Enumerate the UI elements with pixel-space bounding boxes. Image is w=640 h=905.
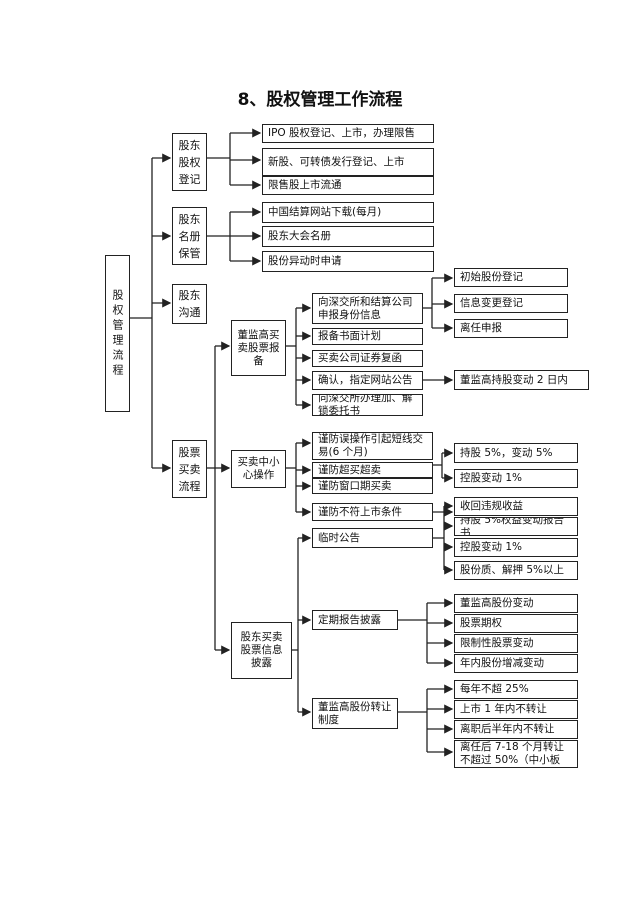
care-item: 谨防误操作引起短线交易(6 个月) [312,432,433,460]
temp-sub-item: 收回违规收益 [454,497,578,516]
node-disclosure: 股东买卖股票信息披露 [231,622,292,679]
periodic-sub-item: 董监高股份变动 [454,594,578,613]
transfer-sub-item: 每年不超 25% [454,680,578,699]
transfer-sub-item: 离任后 7-18 个月转让不超过 50%（中小板 [454,740,578,768]
node-stock-trade: 股票买卖流程 [172,440,207,498]
periodic-sub-item: 股票期权 [454,614,578,633]
disclose-item: 董监高股份转让制度 [312,698,398,729]
node-careful-trade: 买卖中小心操作 [231,450,286,488]
report-item: 向深交所和结算公司申报身份信息 [312,293,423,324]
roster-item: 股东大会名册 [262,226,434,247]
report-item: 报备书面计划 [312,328,423,345]
register-item: 新股、可转债发行登记、上市 [262,148,434,176]
register-item: 限售股上市流通 [262,176,434,195]
transfer-sub-item: 上市 1 年内不转让 [454,700,578,719]
confirm-sub-item: 董监高持股变动 2 日内 [454,370,589,390]
periodic-sub-item: 年内股份增减变动 [454,654,578,673]
disclose-item: 临时公告 [312,528,433,548]
report-item: 买卖公司证券复函 [312,350,423,367]
report-sub-item: 离任申报 [454,319,568,338]
care-item: 谨防窗口期买卖 [312,478,433,494]
report-item: 确认，指定网站公告 [312,371,423,390]
register-item: IPO 股权登记、上市，办理限售 [262,124,434,143]
temp-sub-item: 持股 5%权益变动报告书 [454,517,578,536]
care-sub-item: 持股 5%，变动 5% [454,443,578,463]
care-item: 谨防超买超卖 [312,462,433,478]
care-sub-item: 控股变动 1% [454,469,578,488]
temp-sub-item: 控股变动 1% [454,538,578,557]
roster-item: 股份异动时申请 [262,251,434,272]
care-item: 谨防不符上市条件 [312,503,433,521]
node-roster-custody: 股东名册保管 [172,207,207,265]
node-insider-report: 董监高买卖股票报备 [231,320,286,376]
disclose-item: 定期报告披露 [312,610,398,630]
periodic-sub-item: 限制性股票变动 [454,634,578,653]
root-node: 股权管理流程 [105,255,130,412]
transfer-sub-item: 离职后半年内不转让 [454,720,578,739]
report-sub-item: 信息变更登记 [454,294,568,313]
node-shareholder-register: 股东股权登记 [172,133,207,191]
report-item: 向深交所办理加、解锁委托书 [312,394,423,416]
node-shareholder-comm: 股东沟通 [172,284,207,324]
roster-item: 中国结算网站下载(每月) [262,202,434,223]
page-title: 8、股权管理工作流程 [237,90,403,110]
temp-sub-item: 股份质、解押 5%以上 [454,561,578,580]
report-sub-item: 初始股份登记 [454,268,568,287]
